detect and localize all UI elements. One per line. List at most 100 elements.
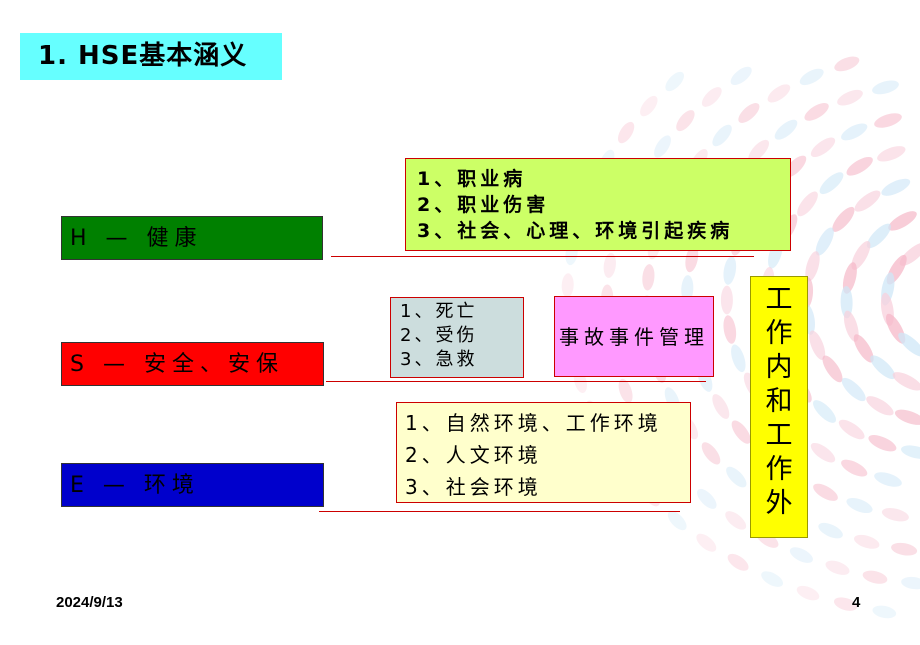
- decorative-dot: [892, 372, 920, 391]
- decorative-dot: [809, 330, 826, 360]
- decorative-dot: [654, 135, 671, 158]
- health-item: 1、职业病: [417, 168, 527, 190]
- decorative-dot: [738, 103, 760, 123]
- decorative-dot: [701, 87, 722, 107]
- decorative-dot: [843, 310, 859, 342]
- decorative-dot: [872, 80, 899, 95]
- decorative-dot: [838, 419, 865, 440]
- safety-items-box: 1、死亡 2、受伤 3、急救: [390, 297, 524, 378]
- decorative-dot: [789, 547, 813, 563]
- decorative-dot: [804, 103, 829, 121]
- decorative-dot: [720, 285, 733, 315]
- decorative-dot: [819, 172, 844, 195]
- decorative-dot: [846, 156, 873, 176]
- decorative-dot: [676, 110, 695, 132]
- safety-item: 3、急救: [400, 349, 478, 370]
- decorative-dot: [851, 240, 871, 270]
- environment-items-box: 1、自然环境、工作环境 2、人文环境 3、社会环境: [396, 402, 691, 503]
- decorative-dot: [696, 533, 717, 552]
- decorative-dot: [723, 315, 737, 344]
- decorative-dot: [881, 178, 911, 196]
- decorative-dot: [685, 244, 699, 273]
- decorative-dot: [813, 400, 836, 423]
- work-box-char: 内: [765, 352, 793, 383]
- decorative-dot: [767, 84, 791, 103]
- decorative-dot: [726, 466, 747, 488]
- decorative-dot: [799, 68, 824, 86]
- decorative-dot: [731, 420, 751, 444]
- decorative-dot: [870, 355, 896, 380]
- decorative-dot: [901, 445, 920, 459]
- connector-line-safety: [326, 381, 706, 382]
- decorative-dot: [894, 409, 920, 425]
- decorative-dot: [840, 286, 853, 319]
- decorative-dot: [866, 396, 894, 416]
- decorative-dot: [810, 442, 836, 463]
- safety-item: 2、受伤: [400, 325, 478, 346]
- health-item: 2、职业伤害: [417, 194, 550, 216]
- decorative-dot: [833, 597, 858, 611]
- decorative-dot: [825, 560, 850, 575]
- slide-title: 1. HSE基本涵义: [38, 41, 248, 71]
- work-box-char: 工: [765, 420, 793, 451]
- decorative-dot: [881, 508, 909, 522]
- decorative-dot: [667, 511, 687, 531]
- environment-item: 3、社会环境: [405, 475, 542, 499]
- decorative-dot: [603, 252, 616, 278]
- decorative-dot: [797, 191, 818, 217]
- decorative-dot: [872, 605, 897, 619]
- environment-item: 1、自然环境、工作环境: [405, 411, 662, 435]
- decorative-dot: [842, 262, 857, 294]
- decorative-dot: [868, 435, 897, 452]
- decorative-dot: [723, 256, 737, 285]
- decorative-dot: [727, 553, 749, 571]
- decorative-dot: [796, 585, 820, 601]
- work-inside-outside-box: 工 作 内 和 工 作 外: [750, 276, 808, 538]
- decorative-dot: [818, 522, 843, 539]
- connector-line-health: [331, 256, 754, 257]
- work-box-char: 作: [765, 318, 793, 349]
- decorative-dot: [846, 497, 873, 514]
- decorative-dot: [712, 394, 730, 419]
- work-box-char: 工: [765, 284, 793, 315]
- decorative-dot: [834, 56, 860, 72]
- decorative-dot: [877, 146, 906, 162]
- decorative-dot: [774, 119, 798, 140]
- safety-item: 1、死亡: [400, 301, 478, 322]
- decorative-dot: [617, 121, 635, 144]
- decorative-dot: [841, 459, 868, 477]
- health-items-box: 1、职业病 2、职业伤害 3、社会、心理、环境引起疾病: [405, 158, 791, 251]
- decorative-dot: [712, 124, 732, 147]
- decorative-dot: [731, 344, 746, 373]
- environment-item: 2、人文环境: [405, 443, 542, 467]
- decorative-dot: [813, 483, 838, 501]
- decorative-dot: [618, 378, 633, 404]
- title-background: [20, 33, 282, 80]
- decorative-dot: [888, 211, 917, 231]
- decorative-dot: [701, 442, 721, 465]
- decorative-dot: [725, 511, 747, 530]
- category-environment: E — 环境: [61, 463, 324, 507]
- decorative-dot: [898, 332, 920, 357]
- decorative-dot: [841, 123, 868, 141]
- decorative-dot: [681, 275, 694, 303]
- decorative-dot: [853, 334, 874, 363]
- decorative-dot: [815, 227, 834, 256]
- work-box-char: 和: [765, 386, 793, 417]
- decorative-dot: [642, 264, 655, 291]
- decorative-dot: [665, 71, 685, 92]
- decorative-dot: [810, 137, 836, 158]
- decorative-dot: [837, 89, 863, 106]
- decorative-dot: [853, 534, 880, 549]
- decorative-dot: [697, 488, 717, 509]
- decorative-dot: [891, 542, 918, 556]
- decorative-dot: [822, 355, 843, 383]
- decorative-dot: [874, 113, 902, 128]
- work-box-char: 作: [765, 454, 793, 485]
- category-safety: S — 安全、安保: [61, 342, 324, 386]
- decorative-dot: [748, 139, 770, 162]
- decorative-dot: [561, 273, 574, 298]
- health-item: 3、社会、心理、环境引起疾病: [417, 220, 734, 242]
- decorative-dot: [730, 66, 752, 86]
- page-number: 4: [852, 594, 861, 611]
